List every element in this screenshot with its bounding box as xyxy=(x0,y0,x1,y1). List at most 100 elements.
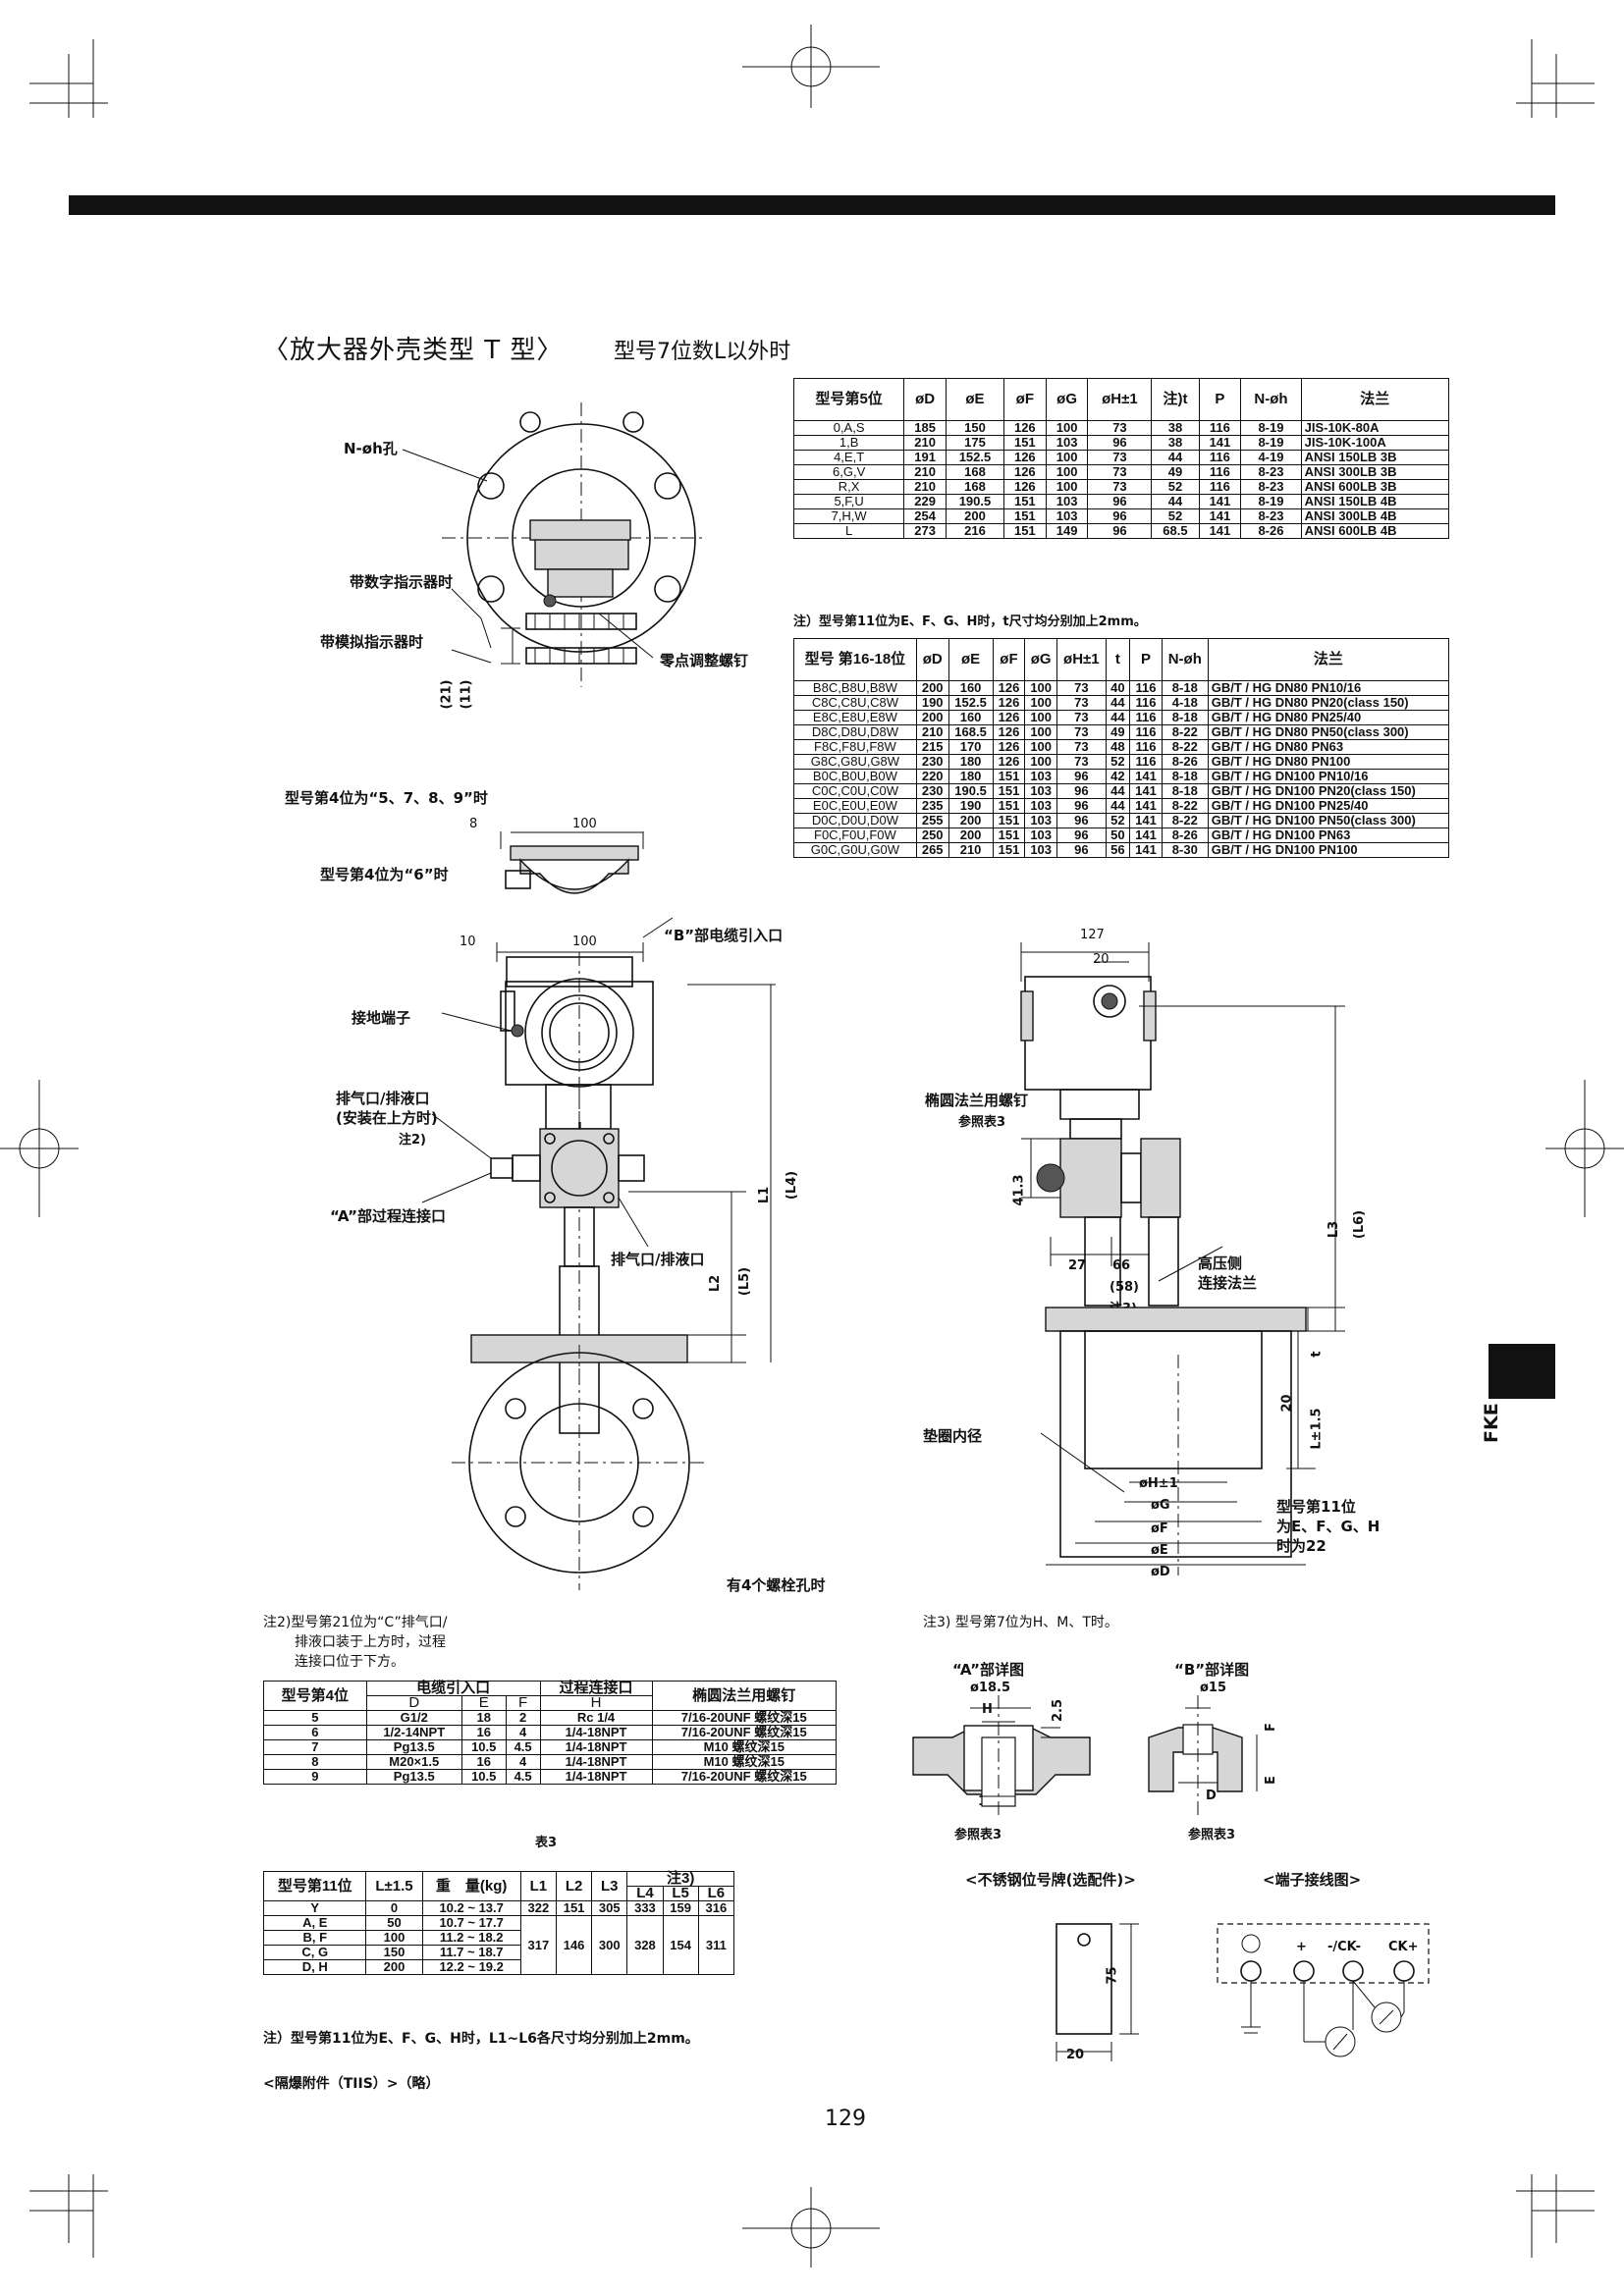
label-tag-title: <不锈钢位号牌(选配件)> xyxy=(965,1871,1136,1889)
table-cell: 180 xyxy=(947,769,994,784)
table-cell: 126 xyxy=(992,710,1026,725)
table-cell: 7/16-20UNF 螺纹深15 xyxy=(651,1769,837,1785)
table-cell: 73 xyxy=(1056,739,1107,755)
table-cell: 7/16-20UNF 螺纹深15 xyxy=(651,1725,837,1740)
table-cell: 10.7 ~ 17.7 xyxy=(421,1915,521,1931)
table-cell: 250 xyxy=(915,828,949,843)
table-cell: 116 xyxy=(1198,450,1242,465)
table-cell: 96 xyxy=(1056,769,1107,784)
table-cell: 96 xyxy=(1056,813,1107,828)
table-cell: 49 xyxy=(1105,724,1131,740)
table-cell: ANSI 600LB 3B xyxy=(1300,479,1450,495)
table-cell: 141 xyxy=(1129,769,1163,784)
table-cell: 141 xyxy=(1129,842,1163,858)
table-cell: 141 xyxy=(1198,523,1242,539)
label-pos4-6: 型号第4位为“6”时 xyxy=(320,866,449,883)
table-cell: 73 xyxy=(1087,450,1153,465)
note2-line2: 排液口装于上方时，过程 xyxy=(295,1634,446,1650)
table-cell: 116 xyxy=(1198,420,1242,436)
table-cell: 126 xyxy=(992,739,1026,755)
table-cell: D, H xyxy=(262,1959,367,1975)
table-cell: 191 xyxy=(903,450,947,465)
table-cell: 116 xyxy=(1129,680,1163,696)
table-cell: 168.5 xyxy=(947,724,994,740)
table-cell: 7,H,W xyxy=(792,508,905,524)
note3: 注3) 型号第7位为H、M、T时。 xyxy=(923,1615,1118,1630)
table-cell: 8-22 xyxy=(1161,739,1209,755)
table-cell: 190.5 xyxy=(946,494,1004,509)
table-cell: 44 xyxy=(1105,798,1131,814)
dim-21: (21) xyxy=(439,679,455,710)
table-cell: ANSI 150LB 4B xyxy=(1300,494,1450,509)
table-cell: 103 xyxy=(1024,813,1058,828)
label-pos4-5789: 型号第4位为“5、7、8、9”时 xyxy=(285,789,488,807)
label-vent-drain-top: (安装在上方时) xyxy=(336,1109,438,1127)
table-cell: F0C,F0U,F0W xyxy=(793,828,917,843)
dim-8: 8 xyxy=(469,817,478,831)
t4-h-l6: L6 xyxy=(697,1886,735,1901)
table-cell: 146 xyxy=(555,1915,593,1975)
table-cell: ANSI 300LB 3B xyxy=(1300,464,1450,480)
table-cell: G8C,G8U,G8W xyxy=(793,754,917,770)
table-cell: 103 xyxy=(1024,842,1058,858)
table-cell: 8 xyxy=(263,1754,367,1770)
table-cell: 9 xyxy=(263,1769,367,1785)
t4-h-l: L±1.5 xyxy=(365,1871,423,1901)
table-cell: C0C,C0U,C0W xyxy=(793,783,917,799)
label-vent-drain: 排气口/排液口 xyxy=(336,1090,430,1107)
t3-h-pos4: 型号第4位 xyxy=(263,1681,367,1711)
table-cell: 8-18 xyxy=(1161,710,1209,725)
dim-H: H xyxy=(982,1702,993,1717)
table-cell: 4.5 xyxy=(505,1739,541,1755)
table-cell: 200 xyxy=(915,710,949,725)
front-flange-view xyxy=(402,402,707,687)
table-cell: 152.5 xyxy=(947,695,994,711)
table-cell: 96 xyxy=(1087,494,1153,509)
label-a-process: “A”部过程连接口 xyxy=(330,1207,447,1225)
page-number: 129 xyxy=(825,2107,866,2131)
table-cell: 126 xyxy=(992,754,1026,770)
table-cell: 151 xyxy=(992,842,1026,858)
table-cell: 210 xyxy=(947,842,994,858)
dim-20: 20 xyxy=(1093,952,1110,967)
table-cell: GB/T / HG DN100 PN50(class 300) xyxy=(1207,813,1450,828)
table-cell: 152.5 xyxy=(946,450,1004,465)
table-cell: B8C,B8U,B8W xyxy=(793,680,917,696)
term-plus: + xyxy=(1296,1940,1307,1954)
table-cell: GB/T / HG DN80 PN10/16 xyxy=(1207,680,1450,696)
table-cell: GB/T / HG DN100 PN100 xyxy=(1207,842,1450,858)
table-cell: 151 xyxy=(1002,523,1047,539)
label-ref-t3b: 参照表3 xyxy=(1188,1828,1236,1842)
table-cell: GB/T / HG DN100 PN25/40 xyxy=(1207,798,1450,814)
page-subtitle: 型号7位数L以外时 xyxy=(614,340,791,364)
table-cell: 254 xyxy=(903,508,947,524)
table-cell: 56 xyxy=(1105,842,1131,858)
t3-h-f: F xyxy=(505,1695,541,1711)
table-cell: 103 xyxy=(1024,828,1058,843)
table-cell: 100 xyxy=(1024,754,1058,770)
table-cell: GB/T / HG DN100 PN63 xyxy=(1207,828,1450,843)
table-cell: 230 xyxy=(915,754,949,770)
table-cell: 168 xyxy=(946,464,1004,480)
table-cell: 10.5 xyxy=(460,1769,507,1785)
table-cell: 8-19 xyxy=(1240,494,1302,509)
dim-100a: 100 xyxy=(572,817,597,831)
table-cell: 322 xyxy=(519,1900,557,1916)
table-cell: 141 xyxy=(1129,798,1163,814)
table-cell: GB/T / HG DN80 PN20(class 150) xyxy=(1207,695,1450,711)
table-cell: 235 xyxy=(915,798,949,814)
table-cell: 73 xyxy=(1056,695,1107,711)
table-cell: 200 xyxy=(947,828,994,843)
table-cell: JIS-10K-80A xyxy=(1300,420,1450,436)
table-cell: 44 xyxy=(1151,494,1200,509)
table-cell: 96 xyxy=(1056,783,1107,799)
table-cell: 265 xyxy=(915,842,949,858)
table-cell: 1/4-18NPT xyxy=(539,1739,653,1755)
label-hp-flange2: 连接法兰 xyxy=(1198,1274,1258,1292)
